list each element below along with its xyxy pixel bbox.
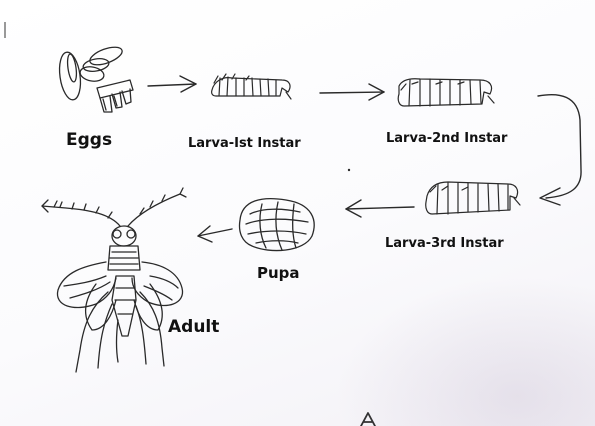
arrow-larva3-to-pupa — [346, 200, 414, 217]
adult-insect-illustration — [42, 188, 186, 372]
pupa-illustration — [240, 199, 315, 251]
larva-third-instar-illustration — [426, 182, 520, 214]
label-larva-3: Larva-3rd Instar — [385, 236, 504, 251]
larva-second-instar-illustration — [398, 79, 494, 106]
label-eggs: Eggs — [66, 130, 112, 150]
stray-dot — [348, 169, 350, 171]
stray-mark-bottom — [361, 413, 375, 426]
larva-first-instar-illustration — [212, 74, 291, 99]
label-larva-2: Larva-2nd Instar — [386, 131, 507, 146]
label-adult: Adult — [168, 317, 219, 337]
label-pupa: Pupa — [257, 264, 300, 282]
arrow-pupa-to-adult — [198, 226, 232, 242]
arrow-larva2-to-larva3 — [538, 95, 581, 205]
eggs-illustration — [57, 44, 133, 112]
label-larva-1: Larva-Ist Instar — [188, 136, 301, 151]
arrow-eggs-to-larva1 — [148, 76, 196, 92]
arrow-larva1-to-larva2 — [320, 84, 384, 100]
